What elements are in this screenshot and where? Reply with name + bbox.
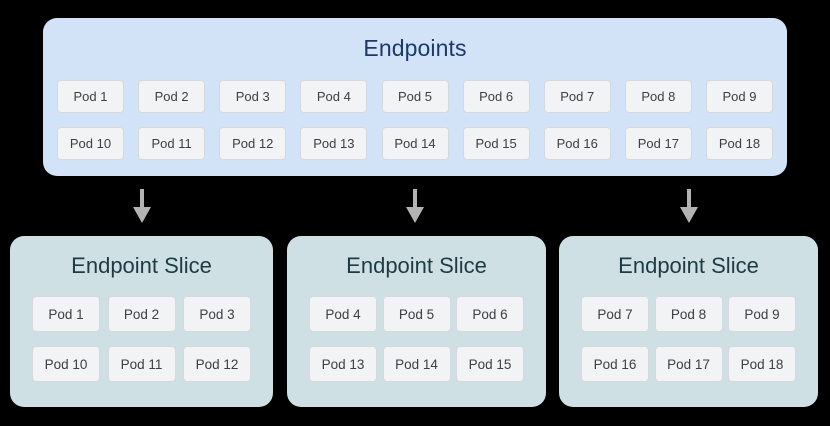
- pod-chip[interactable]: Pod 10: [32, 346, 100, 382]
- pod-chip[interactable]: Pod 11: [138, 127, 206, 160]
- arrow-head: [680, 207, 698, 223]
- slice-pod-row-2: Pod 10 Pod 11 Pod 12: [32, 346, 251, 382]
- pod-chip[interactable]: Pod 7: [581, 296, 649, 332]
- pod-chip[interactable]: Pod 8: [654, 296, 723, 332]
- arrow-down-icon: [131, 189, 153, 223]
- pod-chip[interactable]: Pod 16: [581, 346, 649, 382]
- pod-chip[interactable]: Pod 4: [309, 296, 377, 332]
- endpoint-slice-title: Endpoint Slice: [71, 253, 212, 278]
- slice-pod-row-2: Pod 13 Pod 14 Pod 15: [309, 346, 524, 382]
- pod-chip[interactable]: Pod 11: [107, 346, 176, 382]
- pod-chip[interactable]: Pod 6: [456, 296, 524, 332]
- pod-chip[interactable]: Pod 1: [57, 80, 124, 113]
- pod-chip[interactable]: Pod 6: [462, 80, 530, 113]
- arrow-head: [406, 207, 424, 223]
- endpoint-slice-title: Endpoint Slice: [346, 253, 487, 278]
- slice-pod-grid: Pod 7 Pod 8 Pod 9 Pod 16 Pod 17 Pod 18: [581, 296, 796, 382]
- pod-chip[interactable]: Pod 3: [219, 80, 287, 113]
- pod-chip[interactable]: Pod 5: [381, 80, 449, 113]
- pod-chip[interactable]: Pod 9: [728, 296, 796, 332]
- pod-chip[interactable]: Pod 3: [183, 296, 251, 332]
- endpoint-slice-title: Endpoint Slice: [618, 253, 759, 278]
- pod-chip[interactable]: Pod 18: [706, 127, 773, 160]
- pod-chip[interactable]: Pod 14: [382, 346, 451, 382]
- endpoints-pod-row-2: Pod 10 Pod 11 Pod 12 Pod 13 Pod 14 Pod 1…: [57, 127, 773, 160]
- pod-chip[interactable]: Pod 15: [462, 127, 530, 160]
- endpoints-pod-grid: Pod 1 Pod 2 Pod 3 Pod 4 Pod 5 Pod 6 Pod …: [57, 80, 773, 160]
- arrow-shaft: [140, 189, 144, 211]
- pod-chip[interactable]: Pod 5: [382, 296, 451, 332]
- pod-chip[interactable]: Pod 4: [300, 80, 368, 113]
- arrow-down-icon: [404, 189, 426, 223]
- pod-chip[interactable]: Pod 2: [138, 80, 206, 113]
- pod-chip[interactable]: Pod 13: [300, 127, 368, 160]
- slice-pod-grid: Pod 1 Pod 2 Pod 3 Pod 10 Pod 11 Pod 12: [32, 296, 251, 382]
- pod-chip[interactable]: Pod 8: [624, 80, 692, 113]
- arrow-shaft: [687, 189, 691, 211]
- pod-chip[interactable]: Pod 14: [381, 127, 449, 160]
- pod-chip[interactable]: Pod 9: [706, 80, 773, 113]
- pod-chip[interactable]: Pod 13: [309, 346, 377, 382]
- slice-pod-row-1: Pod 4 Pod 5 Pod 6: [309, 296, 524, 332]
- pod-chip[interactable]: Pod 12: [183, 346, 251, 382]
- arrow-shaft: [413, 189, 417, 211]
- slice-pod-row-1: Pod 7 Pod 8 Pod 9: [581, 296, 796, 332]
- endpoint-slice-panel-3: Endpoint Slice Pod 7 Pod 8 Pod 9 Pod 16 …: [559, 236, 818, 407]
- pod-chip[interactable]: Pod 1: [32, 296, 100, 332]
- pod-chip[interactable]: Pod 10: [57, 127, 124, 160]
- arrow-head: [133, 207, 151, 223]
- arrow-down-icon: [678, 189, 700, 223]
- pod-chip[interactable]: Pod 12: [219, 127, 287, 160]
- pod-chip[interactable]: Pod 17: [654, 346, 723, 382]
- pod-chip[interactable]: Pod 15: [456, 346, 524, 382]
- pod-chip[interactable]: Pod 18: [728, 346, 796, 382]
- endpoint-slice-panel-1: Endpoint Slice Pod 1 Pod 2 Pod 3 Pod 10 …: [10, 236, 273, 407]
- slice-pod-row-2: Pod 16 Pod 17 Pod 18: [581, 346, 796, 382]
- slice-pod-row-1: Pod 1 Pod 2 Pod 3: [32, 296, 251, 332]
- endpoints-pod-row-1: Pod 1 Pod 2 Pod 3 Pod 4 Pod 5 Pod 6 Pod …: [57, 80, 773, 113]
- endpoints-title: Endpoints: [363, 35, 467, 61]
- pod-chip[interactable]: Pod 17: [624, 127, 692, 160]
- pod-chip[interactable]: Pod 2: [107, 296, 176, 332]
- endpoints-panel: Endpoints Pod 1 Pod 2 Pod 3 Pod 4 Pod 5 …: [43, 18, 787, 176]
- pod-chip[interactable]: Pod 7: [543, 80, 611, 113]
- endpoint-slice-panel-2: Endpoint Slice Pod 4 Pod 5 Pod 6 Pod 13 …: [287, 236, 546, 407]
- pod-chip[interactable]: Pod 16: [543, 127, 611, 160]
- slice-pod-grid: Pod 4 Pod 5 Pod 6 Pod 13 Pod 14 Pod 15: [309, 296, 524, 382]
